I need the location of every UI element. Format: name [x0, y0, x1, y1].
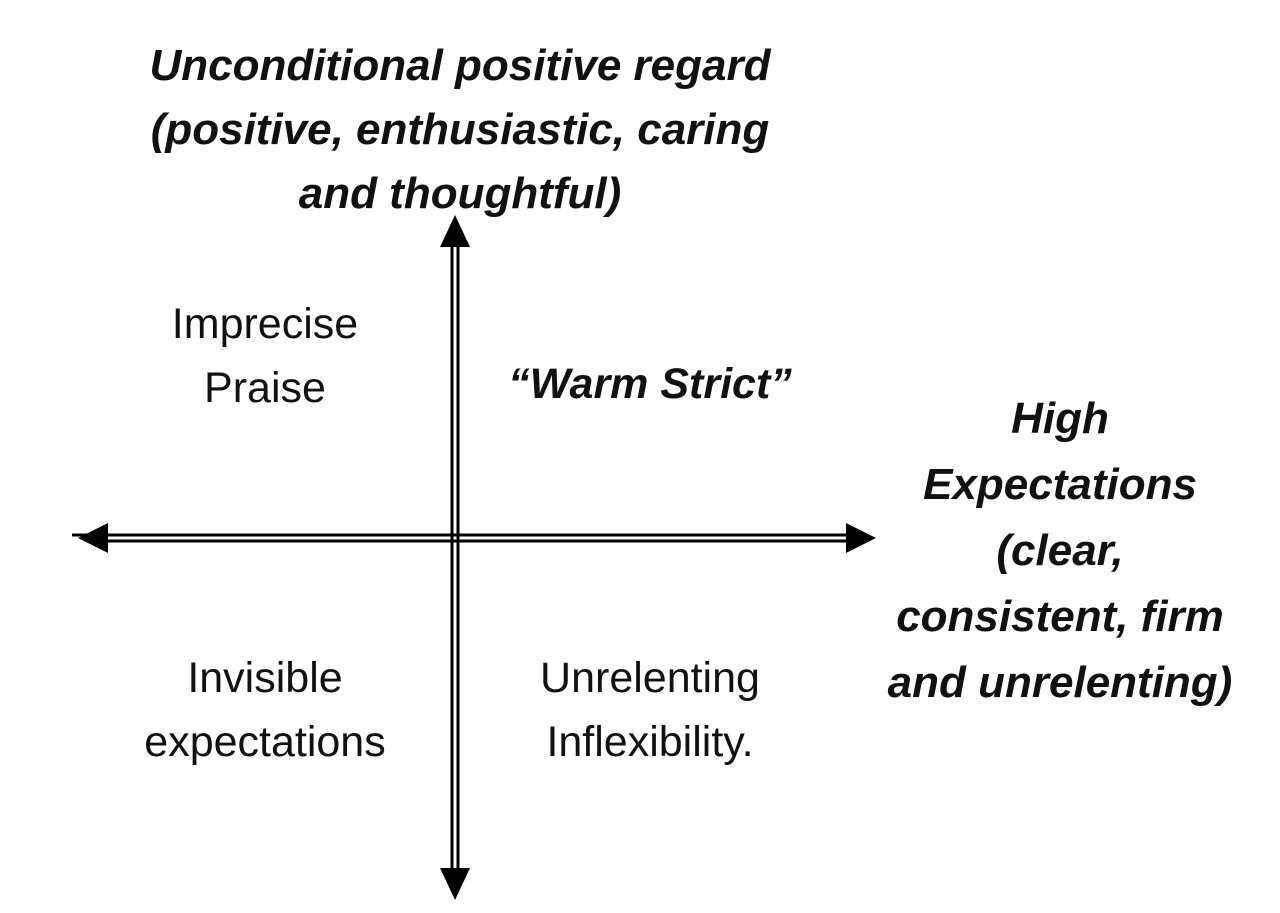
y-axis-label: Unconditional positive regard (positive,… — [100, 34, 820, 226]
arrow-left-icon — [78, 523, 108, 553]
arrow-down-icon — [440, 868, 470, 900]
quadrant-top-left-label: Imprecise Praise — [110, 292, 420, 420]
x-axis-label: High Expectations (clear, consistent, fi… — [860, 386, 1260, 716]
horizontal-axis — [72, 523, 876, 553]
quadrant-label-line: Inflexibility. — [546, 718, 754, 766]
quadrant-label-line: “Warm Strict” — [508, 360, 792, 408]
quadrant-label-line: Unrelenting — [540, 654, 760, 702]
x-axis-label-line: High — [1011, 394, 1109, 443]
y-axis-label-line: (positive, enthusiastic, caring — [150, 105, 770, 154]
x-axis-label-line: consistent, firm — [896, 592, 1224, 641]
quadrant-bottom-left-label: Invisible expectations — [110, 646, 420, 774]
vertical-axis — [440, 215, 470, 900]
y-axis-label-line: Unconditional positive regard — [149, 41, 771, 90]
quadrant-label-line: Imprecise — [171, 300, 359, 348]
quadrant-top-right-label: “Warm Strict” — [470, 352, 830, 416]
y-axis-label-line: and thoughtful) — [298, 169, 622, 218]
x-axis-label-line: and unrelenting) — [887, 658, 1233, 707]
arrow-right-icon — [846, 523, 876, 553]
x-axis-label-line: (clear, — [996, 526, 1124, 575]
quadrant-label-line: Praise — [204, 364, 326, 412]
x-axis-label-line: Expectations — [923, 460, 1197, 509]
quadrant-label-line: expectations — [144, 718, 386, 766]
quadrant-label-line: Invisible — [187, 654, 343, 702]
arrow-up-icon — [440, 215, 470, 247]
quadrant-bottom-right-label: Unrelenting Inflexibility. — [490, 646, 810, 774]
